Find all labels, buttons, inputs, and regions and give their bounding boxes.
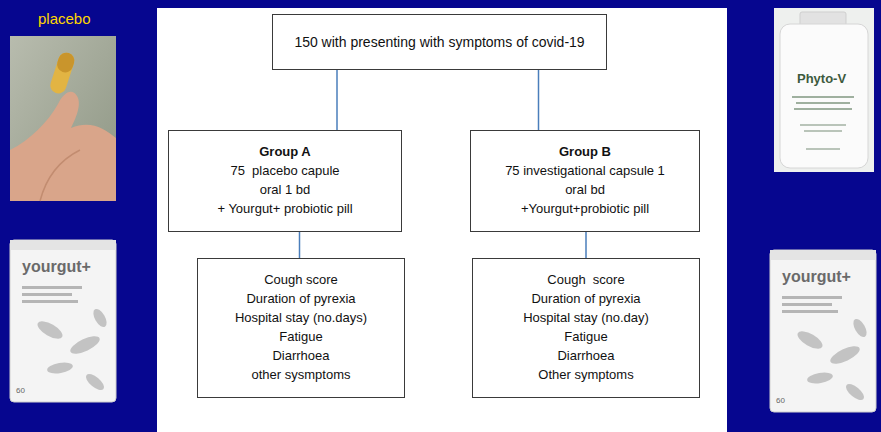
pack-print (22, 286, 82, 289)
bacteria (795, 328, 825, 352)
box-text: 75 investigational capsule 1 (505, 162, 665, 181)
box-text: other sysmptoms (252, 366, 351, 385)
pack-body (770, 250, 876, 412)
brand-name: Phyto-V (797, 72, 846, 87)
box-text: Fatigue (279, 328, 322, 347)
probiotic-pack (10, 240, 116, 402)
box-text: 75 placebo capule (230, 162, 339, 181)
box-text: Diarrhoea (557, 347, 614, 366)
bottle-print (794, 108, 852, 110)
pack-print (22, 300, 78, 303)
bacteria (35, 318, 65, 342)
bottle-body (780, 24, 868, 168)
box-text: + Yourgut+ probiotic pill (217, 200, 352, 219)
box-text: Diarrhoea (272, 347, 329, 366)
box-text: oral 1 bd (260, 181, 311, 200)
pack-print (782, 303, 832, 306)
group-box: Group B75 investigational capsule 1oral … (470, 130, 700, 232)
bottle-print (796, 102, 850, 104)
bacteria (828, 343, 862, 367)
connector-line (299, 232, 301, 258)
bottle-print (804, 130, 842, 132)
box-text: Fatigue (564, 328, 607, 347)
group-box: Group A75 placebo capuleoral 1 bd+ Yourg… (168, 130, 402, 232)
image-caption: placebo (38, 10, 91, 27)
box-text: 150 with presenting with symptoms of cov… (294, 32, 584, 52)
photo-ground (774, 8, 874, 172)
hand (10, 92, 116, 201)
connector-line (538, 70, 540, 130)
bacteria (83, 371, 106, 393)
bacteria (843, 381, 866, 403)
population-box: 150 with presenting with symptoms of cov… (272, 14, 607, 70)
brand-name: yourgut+ (782, 268, 851, 286)
bottle-print (806, 148, 840, 150)
capsule-photo (10, 36, 116, 201)
bacteria (68, 333, 102, 357)
outcome-box: Cough scoreDuration of pyrexiaHospital s… (197, 258, 405, 398)
probiotic-pack (770, 250, 876, 412)
bottle-print (792, 96, 854, 98)
bacteria (806, 371, 833, 385)
pack-seal (770, 250, 876, 260)
capsule (48, 51, 76, 96)
capsule-body (48, 51, 76, 96)
pack-count: 60 (776, 396, 785, 405)
capsule-cap (55, 51, 76, 75)
bacteria (851, 317, 870, 339)
photo-ground (10, 36, 116, 201)
box-text: Hospital stay (no.days) (235, 309, 367, 328)
pack-count: 60 (16, 386, 25, 395)
box-text: Duration of pyrexia (531, 290, 640, 309)
bacteria (46, 361, 73, 375)
group-heading: Group A (259, 143, 311, 162)
box-text: oral bd (565, 181, 605, 200)
box-text: Other symptoms (538, 366, 633, 385)
box-text: Duration of pyrexia (246, 290, 355, 309)
outcome-box: Cough scoreDuration of pyrexiaHospital s… (472, 258, 700, 398)
box-text: +Yourgut+probiotic pill (521, 200, 649, 219)
pack-print (22, 293, 72, 296)
bacteria (91, 307, 110, 329)
box-text: Cough score (547, 271, 624, 290)
supplement-bottle (774, 8, 874, 172)
pack-seal (10, 240, 116, 250)
connector-line (336, 70, 338, 130)
hand-crease (40, 150, 80, 201)
pack-print (782, 310, 838, 313)
white-panel (157, 8, 727, 432)
brand-name: yourgut+ (22, 258, 91, 276)
pack-print (782, 296, 842, 299)
box-text: Hospital stay (no.day) (523, 309, 649, 328)
pack-body (10, 240, 116, 402)
group-heading: Group B (559, 143, 611, 162)
connector-line (585, 232, 587, 258)
box-text: Cough score (264, 271, 338, 290)
bottle-print (800, 124, 846, 126)
